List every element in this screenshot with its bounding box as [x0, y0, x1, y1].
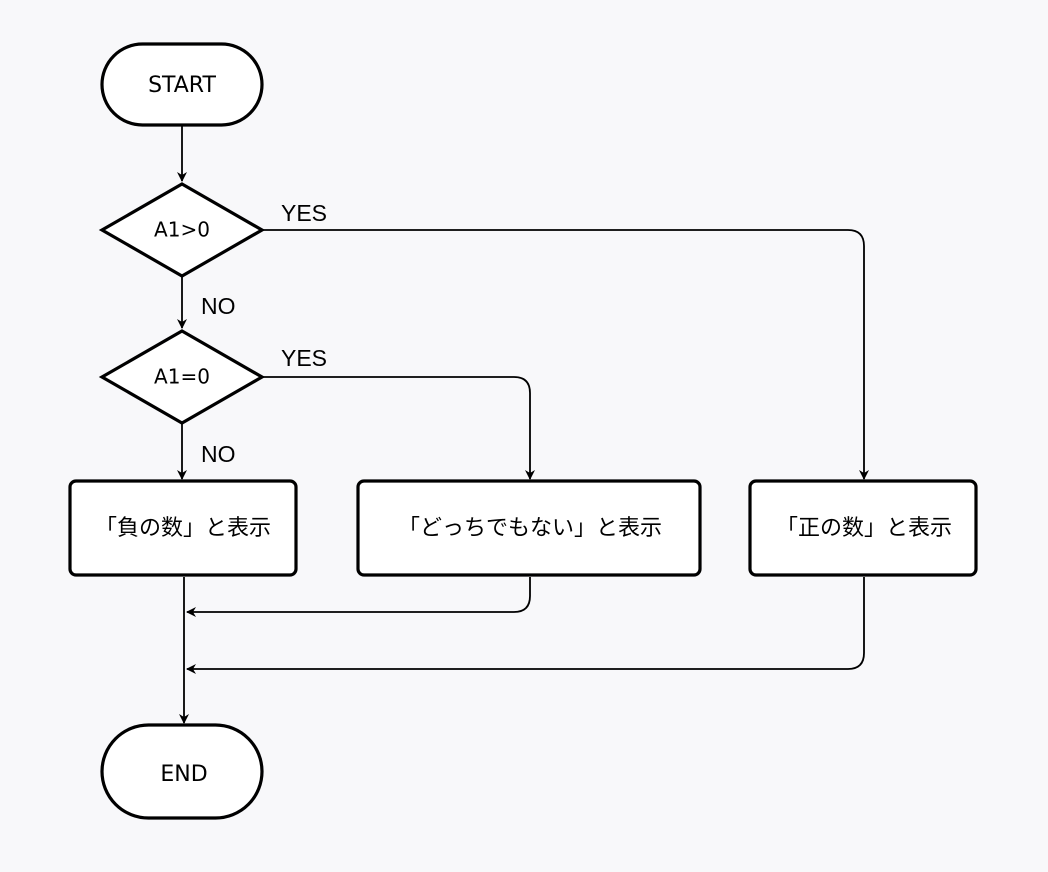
start-label: START [148, 73, 216, 98]
decision-zero-node: A1=0 [98, 329, 266, 425]
decision-positive-label: A1>0 [154, 218, 210, 242]
zero-no-label: NO [201, 441, 236, 467]
edge-decision-positive-yes [263, 229, 869, 480]
start-node: START [100, 42, 264, 127]
decision-zero-label: A1=0 [154, 365, 210, 389]
neither-process-node: 「どっちでもない」と表示 [356, 479, 702, 577]
zero-yes-label: YES [281, 345, 327, 371]
decision-positive-node: A1>0 [98, 182, 266, 278]
edge-positive-merge [186, 577, 865, 674]
end-node: END [100, 723, 264, 820]
negative-process-label: 「負の数」と表示 [95, 516, 271, 541]
positive-yes-label: YES [281, 200, 327, 226]
edge-neither-merge [186, 577, 531, 617]
positive-no-label: NO [201, 293, 236, 319]
edge-decision-zero-yes [263, 376, 535, 480]
positive-process-node: 「正の数」と表示 [748, 479, 978, 577]
neither-process-label: 「どっちでもない」と表示 [398, 516, 662, 541]
negative-process-node: 「負の数」と表示 [68, 479, 298, 577]
positive-process-label: 「正の数」と表示 [776, 516, 952, 541]
end-label: END [160, 762, 207, 787]
